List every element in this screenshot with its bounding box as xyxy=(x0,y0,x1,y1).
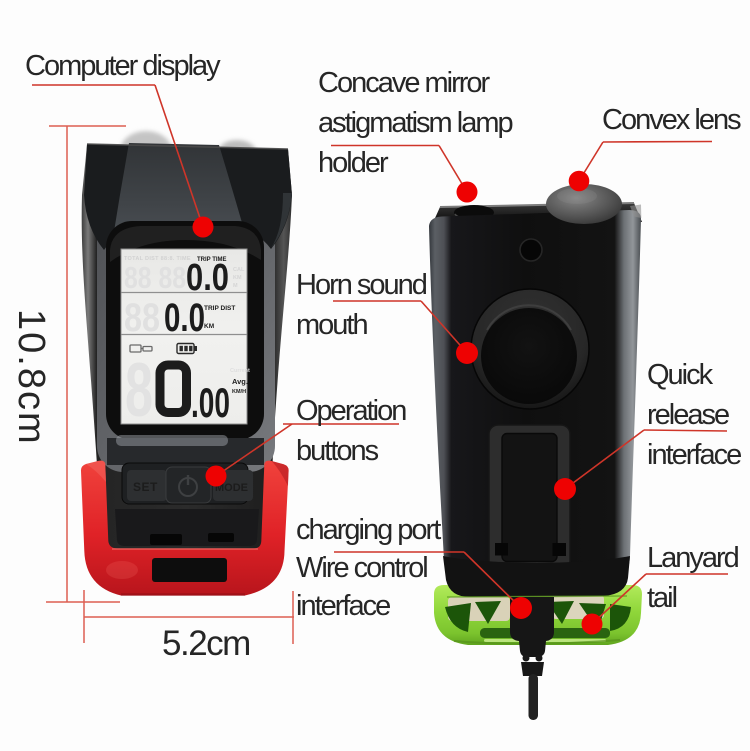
svg-text:KM: KM xyxy=(233,275,242,281)
svg-text:88: 88 xyxy=(124,296,160,340)
svg-text:TOTAL DIST 88:8. TIME: TOTAL DIST 88:8. TIME xyxy=(124,256,191,262)
svg-text:MODE: MODE xyxy=(215,482,248,494)
svg-text:TRIP TIME: TRIP TIME xyxy=(197,257,227,263)
svg-text:M: M xyxy=(233,283,238,289)
svg-text:KM/H: KM/H xyxy=(232,389,246,395)
svg-text:TRIP DIST: TRIP DIST xyxy=(204,305,235,312)
svg-text:SET: SET xyxy=(133,480,158,494)
svg-text:0.0: 0.0 xyxy=(164,296,205,340)
svg-text:88 88: 88 88 xyxy=(124,260,186,295)
svg-text:.00: .00 xyxy=(191,379,230,426)
svg-text:Avg.: Avg. xyxy=(232,377,248,386)
svg-text:KM: KM xyxy=(204,323,214,330)
svg-text:CAL: CAL xyxy=(233,267,245,273)
svg-text:8: 8 xyxy=(125,348,153,433)
svg-text:0.0: 0.0 xyxy=(186,257,229,299)
svg-text:Current: Current xyxy=(230,368,250,374)
